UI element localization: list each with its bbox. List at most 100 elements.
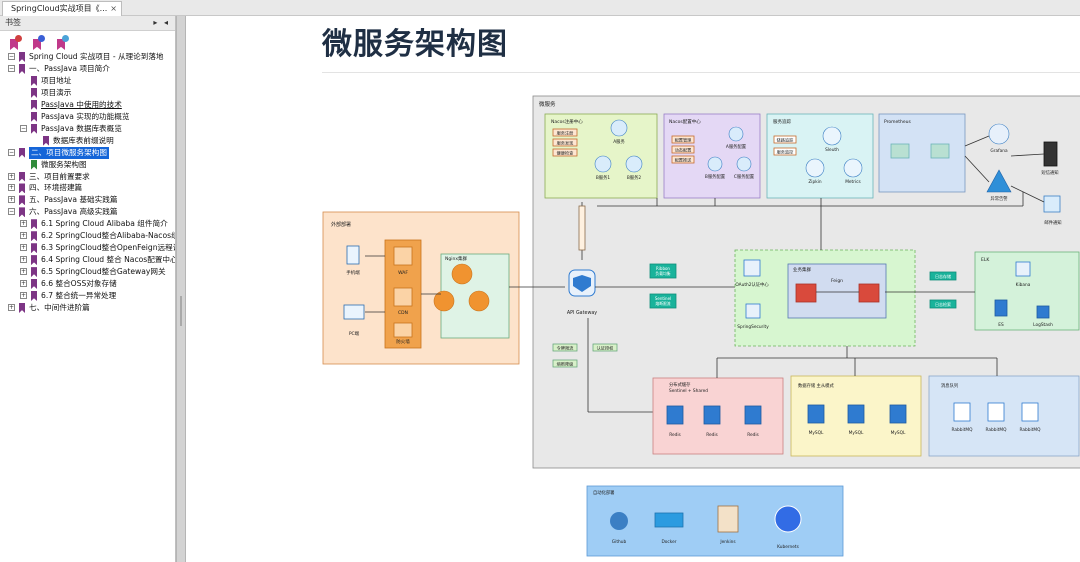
business-cluster-title: 业务集群 [793,266,811,273]
bookmark-flag-icon [31,111,37,122]
ribbon-badge [649,263,677,279]
bookmark-item[interactable]: +五、PassJava 基础实践篇 [0,194,175,206]
nacos-registry-title: Nacos注册中心 [551,118,583,125]
bookmark-item[interactable]: PassJava 中使用的技术 [0,99,175,111]
expand-icon[interactable]: + [20,220,27,228]
redis-icon [666,405,684,425]
bookmark-item[interactable]: −一、PassJava 项目简介 [0,63,175,75]
bookmark-item[interactable]: +四、环境搭建篇 [0,182,175,194]
config-tag-label: 配置推送 [675,157,693,164]
phone-label: 手机端 [346,269,360,276]
bookmark-item[interactable]: +6.2 SpringCloud整合Alibaba-Nacos组件 [0,230,175,242]
collapse-icon[interactable]: − [8,53,15,60]
bookmark-item[interactable]: 微服务架构图 [0,159,175,171]
mysql-label: MySQL [891,430,906,436]
bookmark-item[interactable]: 项目地址 [0,75,175,87]
grafana-label: Grafana [990,148,1008,154]
page-title: 微服务架构图 [322,27,508,62]
expand-icon[interactable]: + [8,303,15,311]
architecture-diagram: 微服务外部部署手机端PC端WAFCDN防火墙Nginx集群Nacos注册中心服务… [322,95,1080,557]
bookmark-item[interactable]: PassJava 实现的功能概览 [0,111,175,123]
mysql-label: MySQL [849,430,864,436]
bookmark-item[interactable]: 项目演示 [0,87,175,99]
sms-label: 短信通知 [1041,169,1058,176]
bookmark-add-icon[interactable] [10,35,22,50]
bookmark-item[interactable]: − PassJava 数据库表概览 [0,123,175,135]
oauth-icon [743,259,761,277]
expand-icon[interactable]: + [20,232,27,240]
elk-tag-label: 日志存储 [935,273,951,279]
deploy-node-label: Github [612,539,627,545]
docker-icon [654,512,684,528]
bookmark-item[interactable]: −二、项目微服务架构图 [0,146,175,159]
collapse-icon[interactable]: − [8,64,15,72]
gateway-extra-tag-label: 认证授权 [597,345,615,352]
tab-close-icon[interactable]: × [110,4,117,13]
bookmark-flag-icon [31,243,37,254]
mysql-icon [889,404,907,424]
registry-tag-label: 服务注册 [557,130,574,137]
bookmark-item[interactable]: + 七、中间件进阶篇 [0,302,175,314]
bookmark-item[interactable]: +6.4 Spring Cloud 整合 Nacos配置中心 [0,254,176,266]
bookmark-label: 七、中间件进阶篇 [29,302,90,312]
bookmark-flag-icon [19,147,25,158]
bookmark-expand-icon[interactable] [33,35,45,50]
bookmark-collapse-icon[interactable] [57,35,69,50]
bookmark-label: 6.4 Spring Cloud 整合 Nacos配置中心 [41,255,176,265]
bookmark-item[interactable]: −Spring Cloud 实战项目 - 从理论到落地 [0,51,175,63]
bookmark-label: PassJava 中使用的技术 [41,99,122,109]
bookmark-item[interactable]: +6.1 Spring Cloud Alibaba 组件简介 [0,218,175,230]
expand-icon[interactable]: + [8,172,15,180]
redis-icon [744,405,762,425]
trace-tag-label: 链路追踪 [777,137,795,144]
feign-label: Feign [831,278,843,284]
bookmark-flag-icon [19,302,25,313]
expand-icon[interactable]: + [20,292,27,299]
bookmark-item[interactable]: +6.6 整合OSS对象存储 [0,278,175,290]
bookmark-item[interactable]: +6.3 SpringCloud整合OpenFeign远程调用 [0,242,175,254]
elk-tag [929,299,957,309]
bookmark-label: 6.1 Spring Cloud Alibaba 组件简介 [41,219,168,229]
expand-icon[interactable]: + [20,244,27,252]
rabbitmq-label: RabbitMQ [1020,427,1042,433]
bookmark-label: 微服务架构图 [41,159,87,169]
bookmark-label: 六、PassJava 高级实践篇 [29,207,118,217]
bookmark-item[interactable]: 数据库表前缀说明 [0,135,175,147]
gateway-label: API Gateway [567,310,597,316]
registry-tag-label: 服务发现 [557,140,574,147]
bookmark-label: PassJava 实现的功能概览 [41,111,130,121]
elk-title: ELK [981,257,990,263]
pc-label: PC端 [349,330,360,337]
bookmark-sidebar: 书签 ▸ ◂ −Spring Cloud 实战项目 - 从理论到落地−一、Pas… [0,16,176,562]
expand-icon[interactable]: + [8,184,15,192]
bookmark-item[interactable]: +三、项目前置要求 [0,171,175,183]
expand-icon[interactable]: + [20,268,27,276]
bookmark-flag-icon [31,219,37,230]
github-icon [610,512,628,530]
rabbitmq-icon [953,402,971,422]
cache-title: 分布式缓存 [669,381,691,388]
sidebar-splitter[interactable] [176,16,186,562]
bookmark-item[interactable]: +6.5 SpringCloud整合Gateway网关 [0,266,175,278]
expand-icon[interactable]: + [20,256,27,264]
deploy-title: 自动化部署 [593,489,615,496]
kibana-label: Kibana [1016,282,1031,288]
collapse-icon[interactable]: − [20,124,27,132]
collapse-icon[interactable]: − [8,148,15,156]
bookmark-item[interactable]: +6.7 整合统一异常处理 [0,290,175,302]
sidebar-panel-controls[interactable]: ▸ ◂ [153,18,170,27]
bookmark-item[interactable]: − 六、PassJava 高级实践篇 [0,206,175,218]
document-tab[interactable]: SpringCloud实战项目《... × [2,1,122,16]
trace-node-label: Metrics [845,179,861,185]
mysql-icon [847,404,865,424]
collapse-icon[interactable]: − [8,208,15,216]
splitter-grip[interactable] [180,296,182,326]
expand-icon[interactable]: + [8,196,15,204]
expand-icon[interactable]: + [20,280,27,288]
bookmark-flag-icon [31,267,37,278]
deploy-node-label: Docker [661,539,676,545]
alarm-sms-link [1010,153,1045,157]
bookmark-label: PassJava 数据库表概览 [41,123,122,133]
router-icon [468,290,490,312]
rabbitmq-icon [987,402,1005,422]
